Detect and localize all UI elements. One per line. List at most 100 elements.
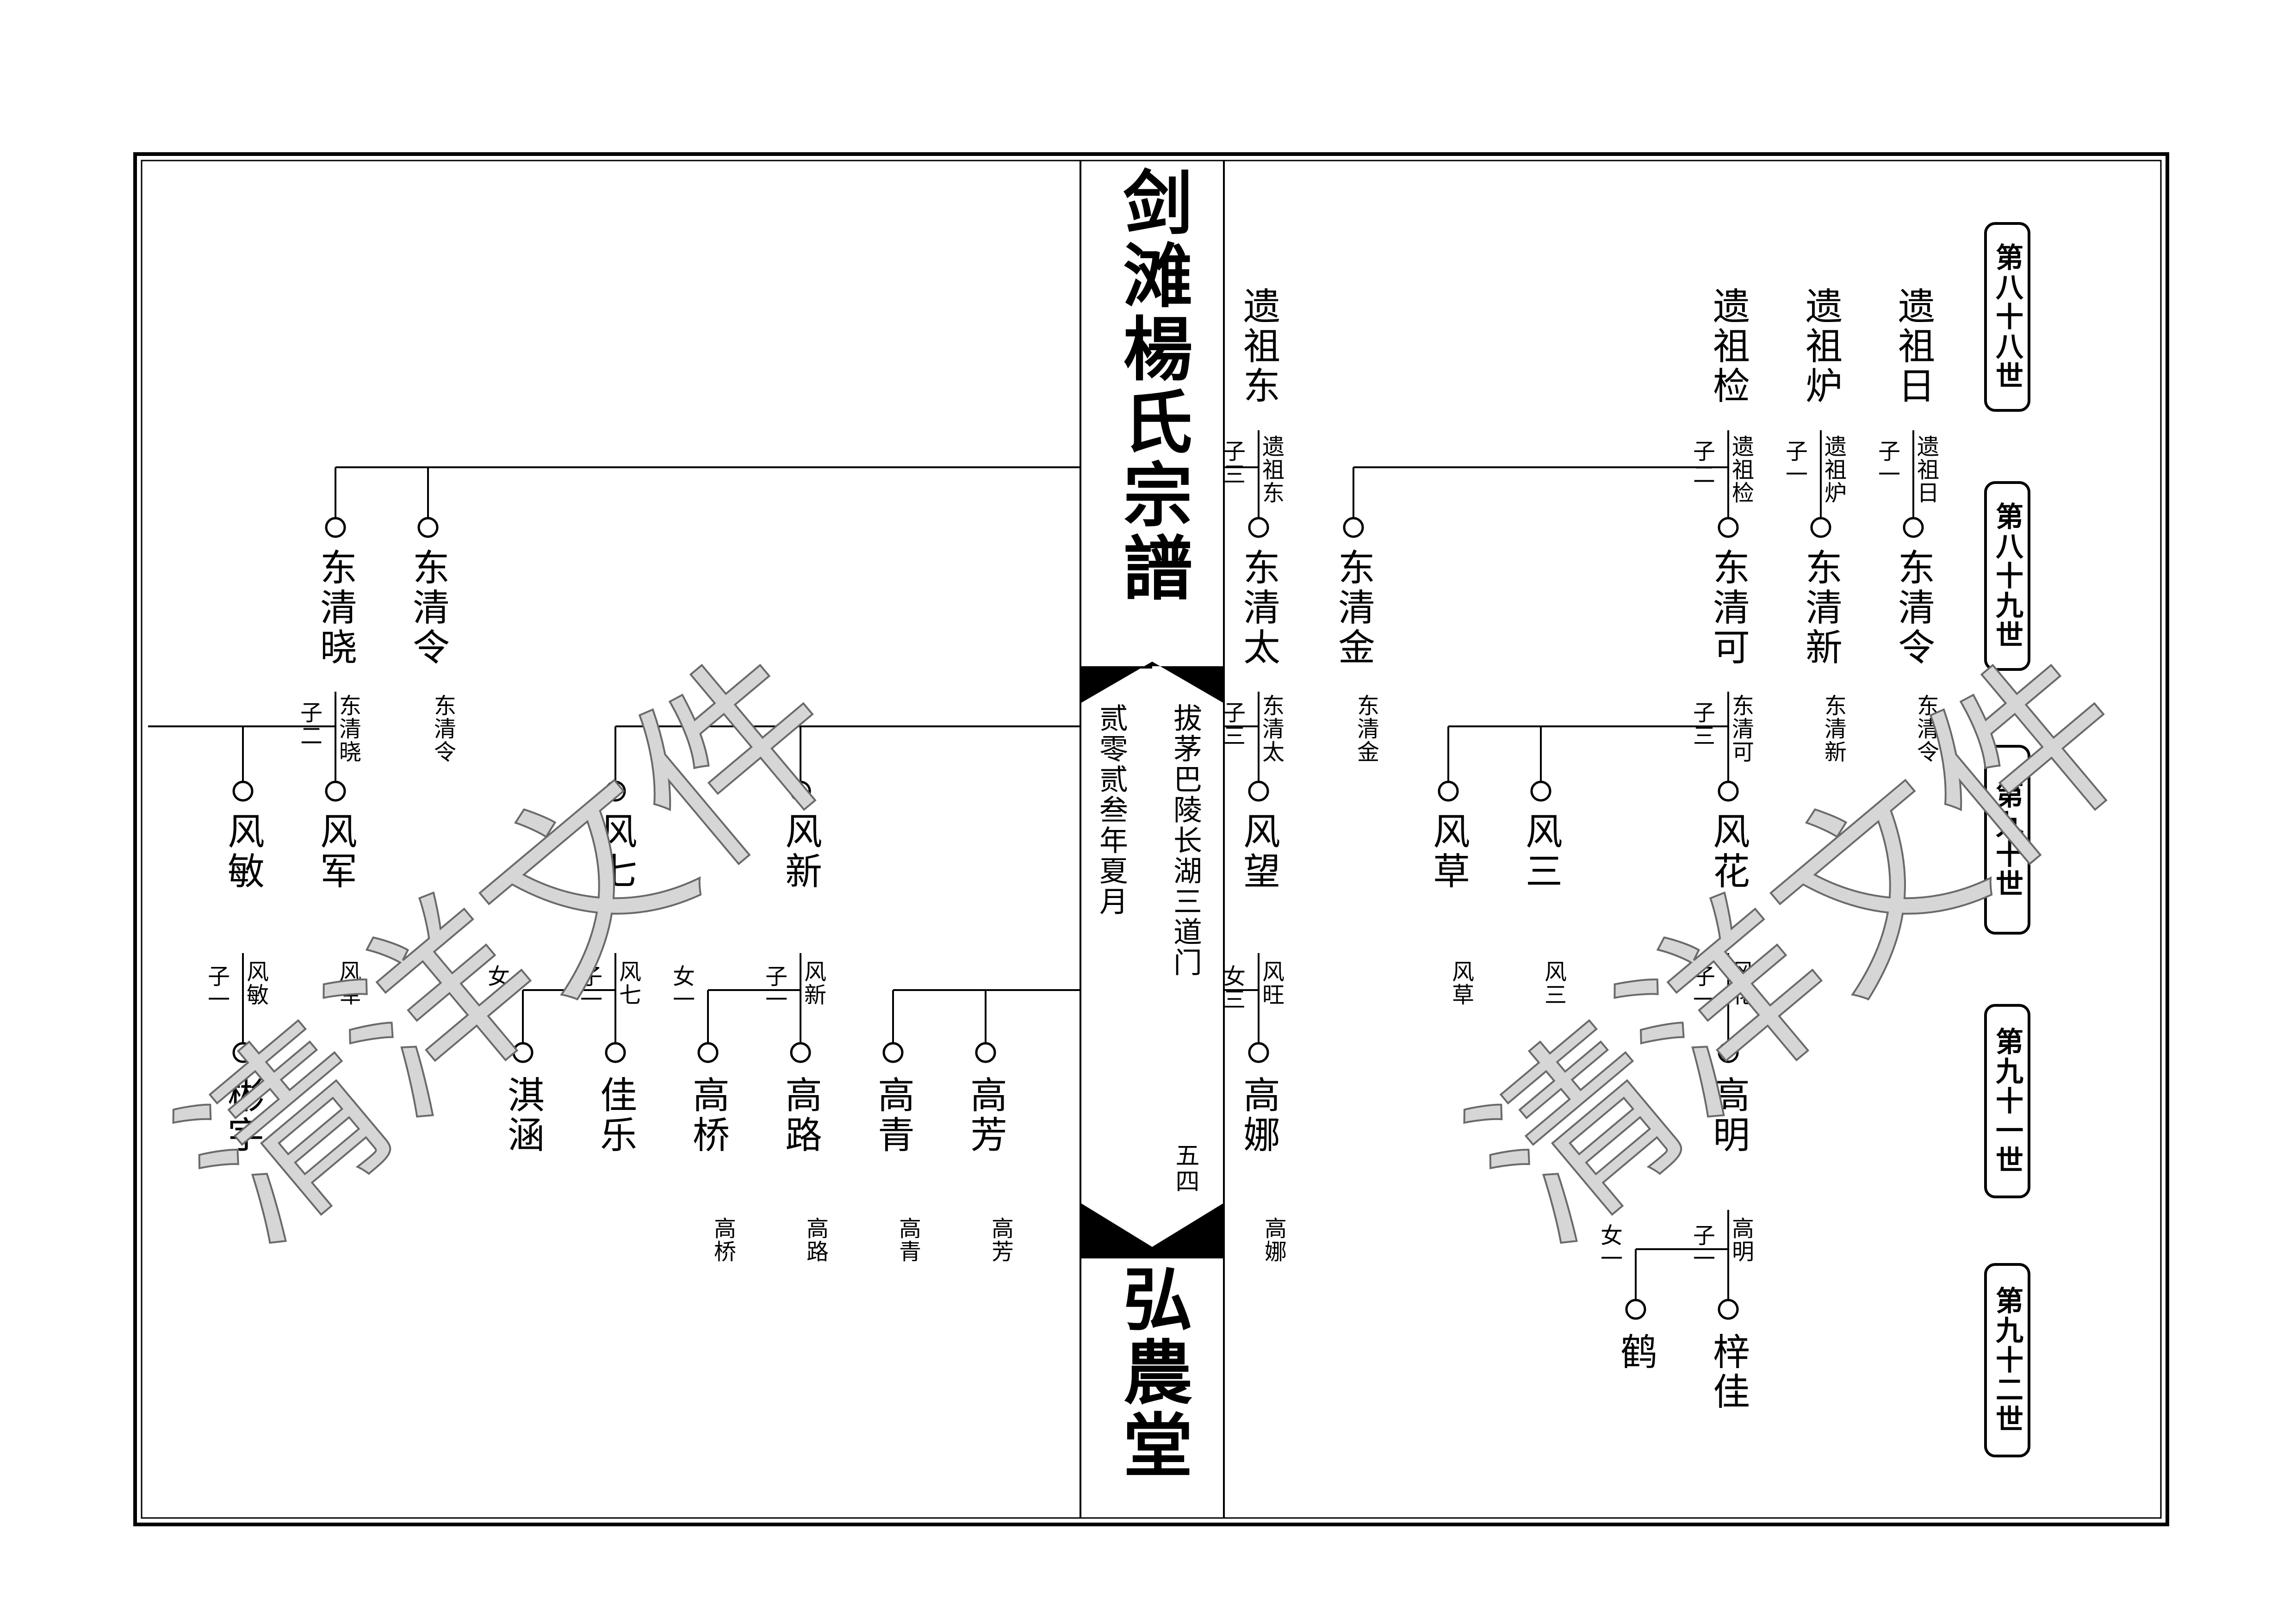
location-text: 拔茅巴陵长湖三道门	[1168, 703, 1202, 978]
relation-label: 子一	[761, 965, 787, 1011]
parent-annotation: 高桥	[710, 1217, 736, 1263]
node-marker	[325, 781, 346, 802]
relation-label: 子三	[1219, 701, 1245, 747]
person-name: 遗祖检	[1707, 287, 1750, 406]
node-marker	[605, 781, 626, 802]
node-marker	[417, 517, 439, 538]
generation-label-91: 第九十一世	[1984, 1004, 2030, 1198]
parent-annotation: 高芳	[987, 1217, 1013, 1263]
node-marker	[512, 1042, 534, 1063]
person-name: 东清令	[1892, 548, 1935, 668]
parent-annotation: 东清晓	[335, 694, 361, 763]
generation-label-88: 第八十八世	[1984, 222, 2030, 412]
node-marker	[1438, 781, 1459, 802]
person-name: 风望	[1237, 812, 1280, 892]
relation-label: 子二	[1689, 440, 1715, 486]
page-number: 五四	[1171, 1143, 1199, 1195]
person-name: 淇涵	[502, 1076, 545, 1155]
node-marker	[882, 1042, 904, 1063]
relation-label: 子一	[1689, 1224, 1715, 1270]
person-name: 东清令	[407, 548, 450, 668]
parent-annotation: 风三	[1540, 960, 1566, 1006]
parent-annotation: 东清可	[1728, 694, 1754, 763]
parent-annotation: 东清金	[1353, 694, 1379, 763]
node-marker	[1718, 517, 1739, 538]
parent-annotation: 东清新	[1820, 694, 1846, 763]
person-name: 风七	[594, 812, 637, 892]
node-marker	[1718, 781, 1739, 802]
person-name: 风新	[779, 812, 822, 892]
parent-annotation: 高明	[1728, 1217, 1754, 1263]
parent-annotation: 东清令	[1913, 694, 1939, 763]
parent-annotation: 遗祖东	[1258, 435, 1284, 504]
person-name: 高桥	[687, 1076, 730, 1155]
parent-annotation: 风军	[335, 960, 361, 1006]
node-marker	[1248, 1042, 1269, 1063]
node-marker	[1903, 517, 1924, 538]
person-name: 高明	[1707, 1076, 1750, 1155]
node-marker	[1248, 517, 1269, 538]
person-name: 遗祖日	[1892, 287, 1935, 406]
parent-annotation: 风旺	[1258, 960, 1284, 1006]
node-marker	[232, 781, 254, 802]
person-name: 鹤	[1614, 1332, 1657, 1372]
node-marker	[1343, 517, 1364, 538]
person-name: 东清晓	[314, 548, 357, 668]
person-name: 高青	[872, 1076, 915, 1155]
node-marker	[1248, 781, 1269, 802]
node-marker	[790, 781, 811, 802]
relation-label: 子一	[1781, 440, 1807, 486]
node-marker	[232, 1042, 254, 1063]
person-name: 梓佳	[1707, 1332, 1750, 1412]
node-marker	[1530, 781, 1551, 802]
person-name: 遗祖东	[1237, 287, 1280, 406]
generation-label-89: 第八十九世	[1984, 481, 2030, 671]
parent-annotation: 高路	[802, 1217, 828, 1263]
hall-name: 弘農堂	[1111, 1263, 1193, 1482]
node-marker	[697, 1042, 719, 1063]
person-name: 东清金	[1332, 548, 1375, 668]
parent-annotation: 风七	[615, 960, 641, 1006]
parent-annotation: 风花	[1728, 960, 1754, 1006]
parent-annotation: 高青	[895, 1217, 921, 1263]
node-marker	[1625, 1299, 1646, 1320]
person-name: 遗祖炉	[1800, 287, 1843, 406]
person-name: 彬宇	[222, 1076, 265, 1155]
relation-label: 女一	[669, 965, 695, 1011]
relation-label: 子一	[1689, 965, 1715, 1011]
person-name: 高芳	[964, 1076, 1007, 1155]
date-text: 贰零贰叁年夏月	[1094, 703, 1128, 917]
person-name: 东清太	[1237, 548, 1280, 668]
relation-label: 女一	[484, 965, 509, 1011]
parent-annotation: 高娜	[1260, 1217, 1286, 1263]
person-name: 高娜	[1237, 1076, 1280, 1155]
person-name: 风花	[1707, 812, 1750, 892]
relation-label: 子一	[1874, 440, 1900, 486]
relation-label: 子二	[296, 701, 322, 747]
node-marker	[605, 1042, 626, 1063]
person-name: 风敏	[222, 812, 265, 892]
relation-label: 子一	[576, 965, 602, 1011]
generation-label-92: 第九十二世	[1984, 1263, 2030, 1457]
relation-label: 女三	[1219, 965, 1245, 1011]
person-name: 高路	[779, 1076, 822, 1155]
generation-label-90: 第九十世	[1984, 745, 2030, 935]
parent-annotation: 遗祖检	[1728, 435, 1754, 504]
node-markers	[232, 517, 1924, 1320]
person-name: 东清可	[1707, 548, 1750, 668]
node-marker	[325, 517, 346, 538]
node-marker	[790, 1042, 811, 1063]
node-marker	[975, 1042, 996, 1063]
relation-label: 子三	[1219, 440, 1245, 486]
parent-annotation: 东清令	[430, 694, 456, 763]
parent-annotation: 遗祖日	[1913, 435, 1939, 504]
parent-annotation: 风新	[800, 960, 826, 1006]
node-marker	[1810, 517, 1831, 538]
person-name: 风军	[314, 812, 357, 892]
person-name: 风草	[1427, 812, 1470, 892]
person-name: 风三	[1520, 812, 1563, 892]
person-name: 东清新	[1800, 548, 1843, 668]
node-marker	[1718, 1042, 1739, 1063]
